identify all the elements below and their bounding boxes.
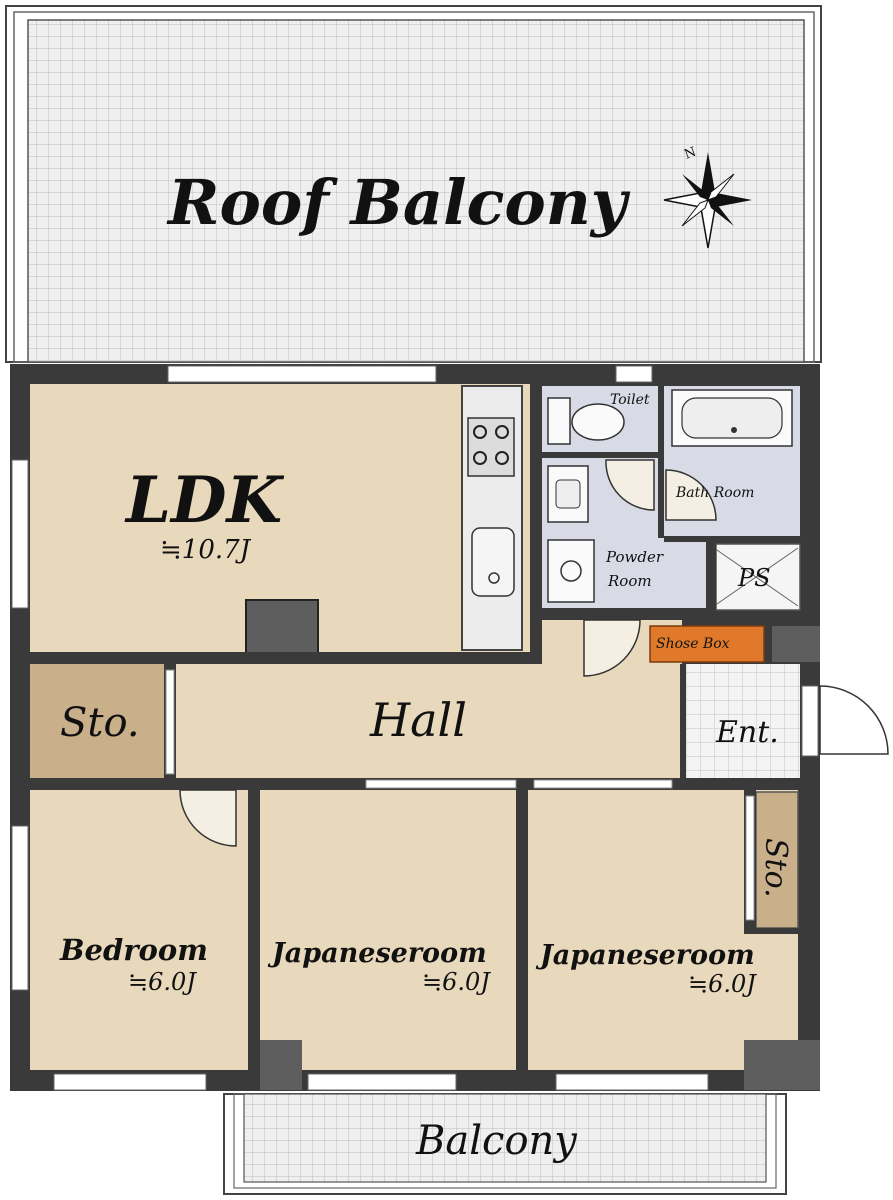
shoe-box: [649, 625, 765, 663]
hall-partitions: [165, 669, 755, 921]
toilet-fixture: [547, 397, 625, 445]
column-bottom-left: [260, 1040, 302, 1090]
storage-right-floor: [755, 791, 799, 929]
hall-label: Hall: [369, 693, 467, 747]
japanese-room-2-area-label: ≒6.0J: [688, 970, 757, 998]
doors: [179, 459, 889, 847]
bathtub-fixture: [671, 389, 793, 447]
storage-left-label: Sto.: [60, 700, 140, 746]
compass-north-label: N: [683, 145, 699, 163]
bath-room-label: Bath Room: [675, 485, 754, 501]
hall-floor: [176, 664, 682, 778]
toilet-label: Toilet: [610, 392, 650, 408]
ldk-area-label: ≒10.7J: [160, 535, 252, 565]
entrance-label: Ent.: [715, 715, 779, 750]
balcony-label: Balcony: [415, 1118, 578, 1164]
ps-label: PS: [737, 564, 771, 592]
column-entrance: [772, 626, 820, 662]
bedroom-area-label: ≒6.0J: [128, 968, 197, 996]
ldk-label: LDK: [124, 463, 285, 538]
ps-floor: [715, 543, 801, 611]
shoe-box-label: Shose Box: [656, 636, 730, 652]
japanese-room-2-label: Japaneseroom: [535, 940, 755, 971]
storage-left-floor: [30, 664, 164, 778]
washbasin-fixture: [547, 465, 589, 523]
entrance-floor: [684, 664, 800, 778]
balcony-area: [223, 1093, 787, 1195]
bedroom-label: Bedroom: [59, 933, 208, 967]
roof-balcony-label: Roof Balcony: [166, 166, 631, 239]
washing-machine-fixture: [547, 539, 595, 603]
powder-room-label-1: Powder: [605, 548, 664, 566]
japanese-room-1-area-label: ≒6.0J: [422, 968, 491, 996]
japanese-room-1-floor: [260, 790, 516, 1070]
japanese-room-1-label: Japaneseroom: [267, 938, 487, 969]
compass-icon: [663, 152, 752, 249]
kitchen-counter: [461, 385, 523, 651]
storage-right-label: Sto.: [758, 838, 793, 898]
roof-balcony-area: [5, 5, 822, 363]
powder-room-label-2: Room: [607, 572, 652, 590]
windows: [11, 365, 819, 1091]
column-bottom-right: [744, 1040, 820, 1090]
